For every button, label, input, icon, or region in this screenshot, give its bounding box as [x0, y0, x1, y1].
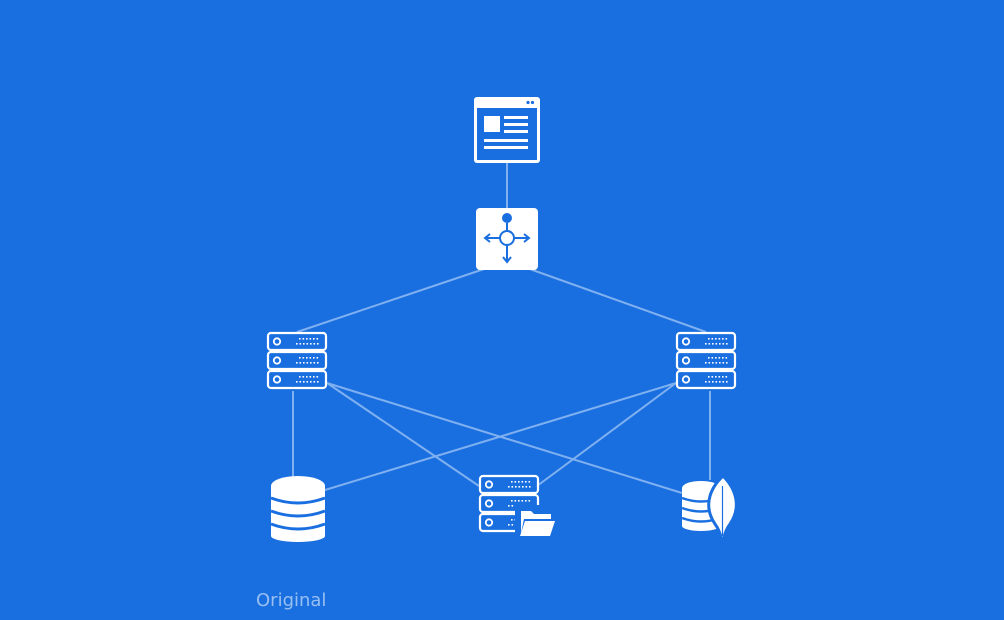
browser-window-icon — [474, 97, 540, 163]
mongodb-icon — [681, 473, 738, 540]
edge-load-balancer-server-right — [526, 267, 707, 333]
folder-icon — [515, 505, 555, 537]
load-balancer-icon — [476, 208, 538, 270]
edge-server-left-mongodb — [326, 382, 683, 494]
edge-load-balancer-server-left — [296, 267, 488, 333]
file-server-icon — [478, 474, 555, 537]
edges — [292, 163, 711, 494]
caption: Original — [256, 590, 327, 611]
server-rack-icon — [675, 331, 737, 390]
edge-server-right-database — [324, 382, 677, 491]
database-icon — [270, 476, 326, 542]
server-rack-icon — [266, 331, 328, 390]
edge-server-left-file-server — [326, 382, 480, 487]
edge-server-right-file-server — [536, 382, 677, 487]
